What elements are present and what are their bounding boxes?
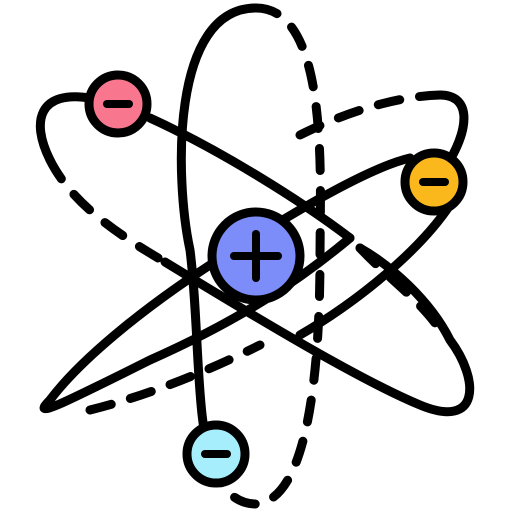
electron-bottom — [182, 420, 250, 488]
electron-right — [400, 148, 468, 216]
diagonal-orbit-descending — [35, 92, 475, 417]
diagonal-orbit-ascending — [39, 90, 469, 415]
electron-top-left — [84, 70, 152, 138]
nucleus — [207, 207, 305, 305]
